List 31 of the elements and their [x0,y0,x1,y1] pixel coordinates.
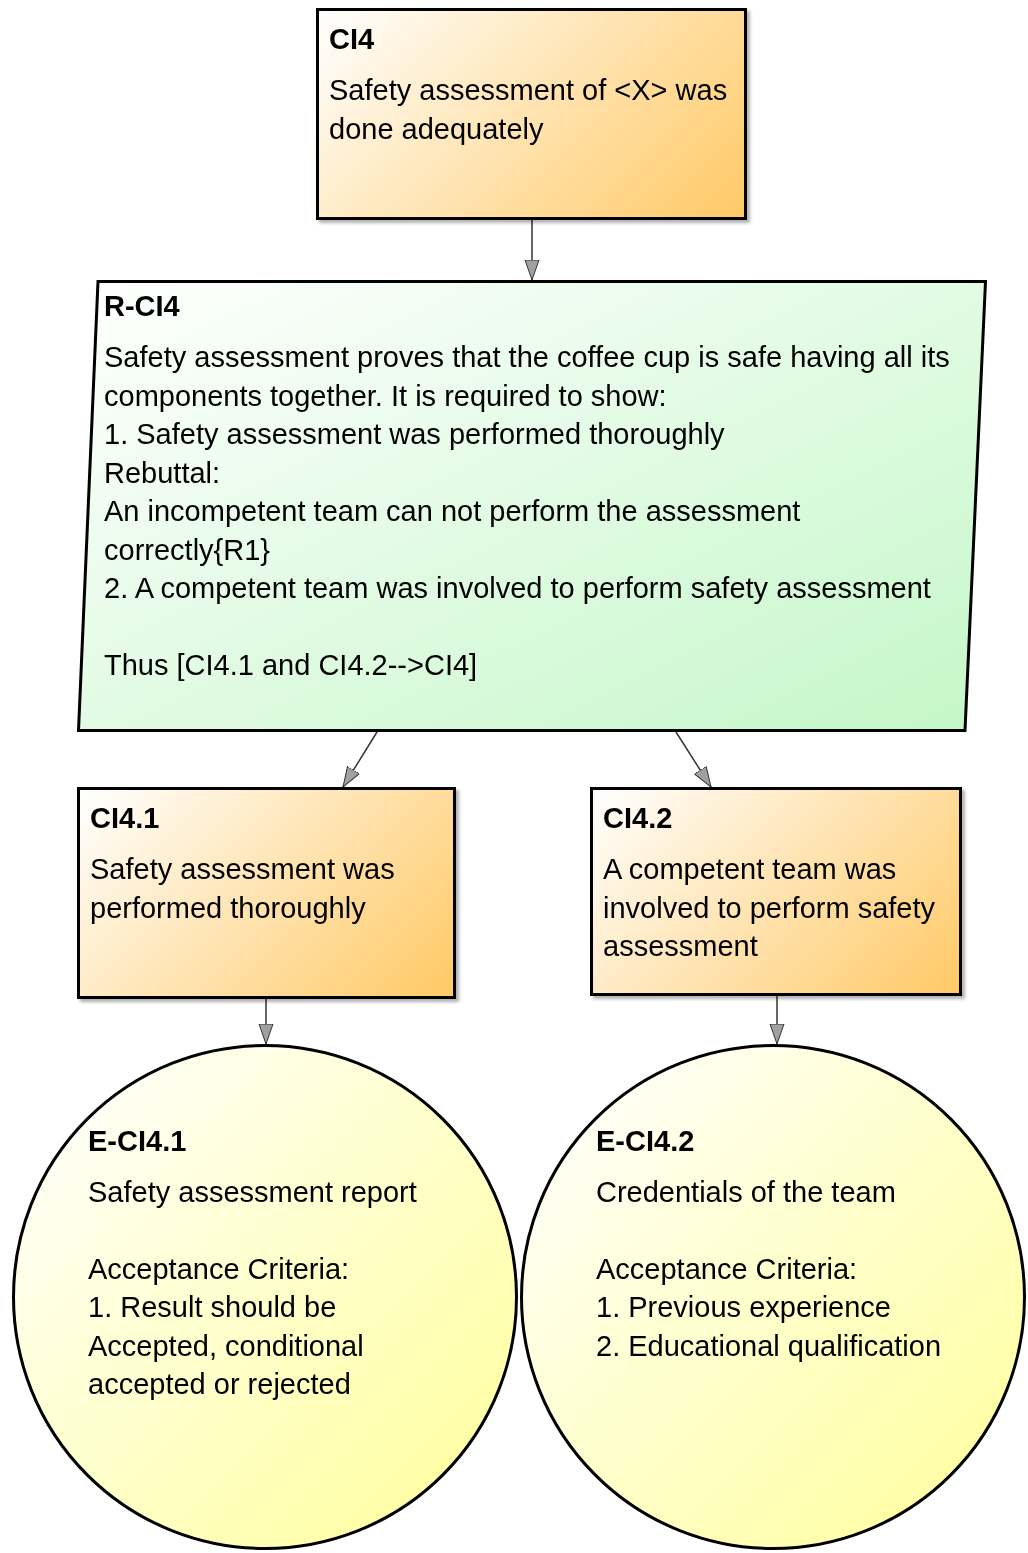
node-text: 1. Safety assessment was performed thoroughly [104,417,726,452]
arrow [769,995,785,1045]
node-heading: CI4 [329,22,376,57]
node-text: Safety assessment proves that the coffee cup is safe having all its components together. It is required to show: [104,340,951,414]
claim-box [77,787,456,999]
arrow [524,219,540,281]
node-text: An incompetent team can not perform the assessment correctly{R1} [104,494,802,568]
claim-box [316,8,747,220]
node-text: 1. Result should be Accepted, conditional accepted or rejected [88,1290,365,1402]
node-text: Thus [CI4.1 and CI4.2-->CI4] [104,647,479,683]
node-text: 1. Previous experience [596,1290,892,1325]
node-text: A competent team was involved to perform safety assessment [603,852,937,964]
node-text: Acceptance Criteria: [88,1251,351,1287]
claim-box [590,787,962,996]
arrow [258,998,274,1045]
node-heading: E-CI4.2 [596,1124,696,1159]
node-text: Acceptance Criteria: [596,1251,859,1287]
reasoning-parallelogram [77,280,987,732]
node-text: Safety assessment report [88,1175,418,1210]
node-text: Safety assessment of <X> was done adequately [329,73,729,147]
node-text: Credentials of the team [596,1175,897,1210]
node-text: 2. A competent team was involved to perform safety assessment [104,571,932,606]
node-text: Rebuttal: [104,455,222,491]
node-heading: E-CI4.1 [88,1124,188,1159]
node-text: Safety assessment was performed thoroughly [90,852,396,926]
node-heading: CI4.2 [603,801,674,836]
node-heading: R-CI4 [104,289,181,324]
arrow [675,731,712,788]
node-heading: CI4.1 [90,801,161,836]
arrow [342,731,378,788]
node-text: 2. Educational qualification [596,1328,942,1364]
